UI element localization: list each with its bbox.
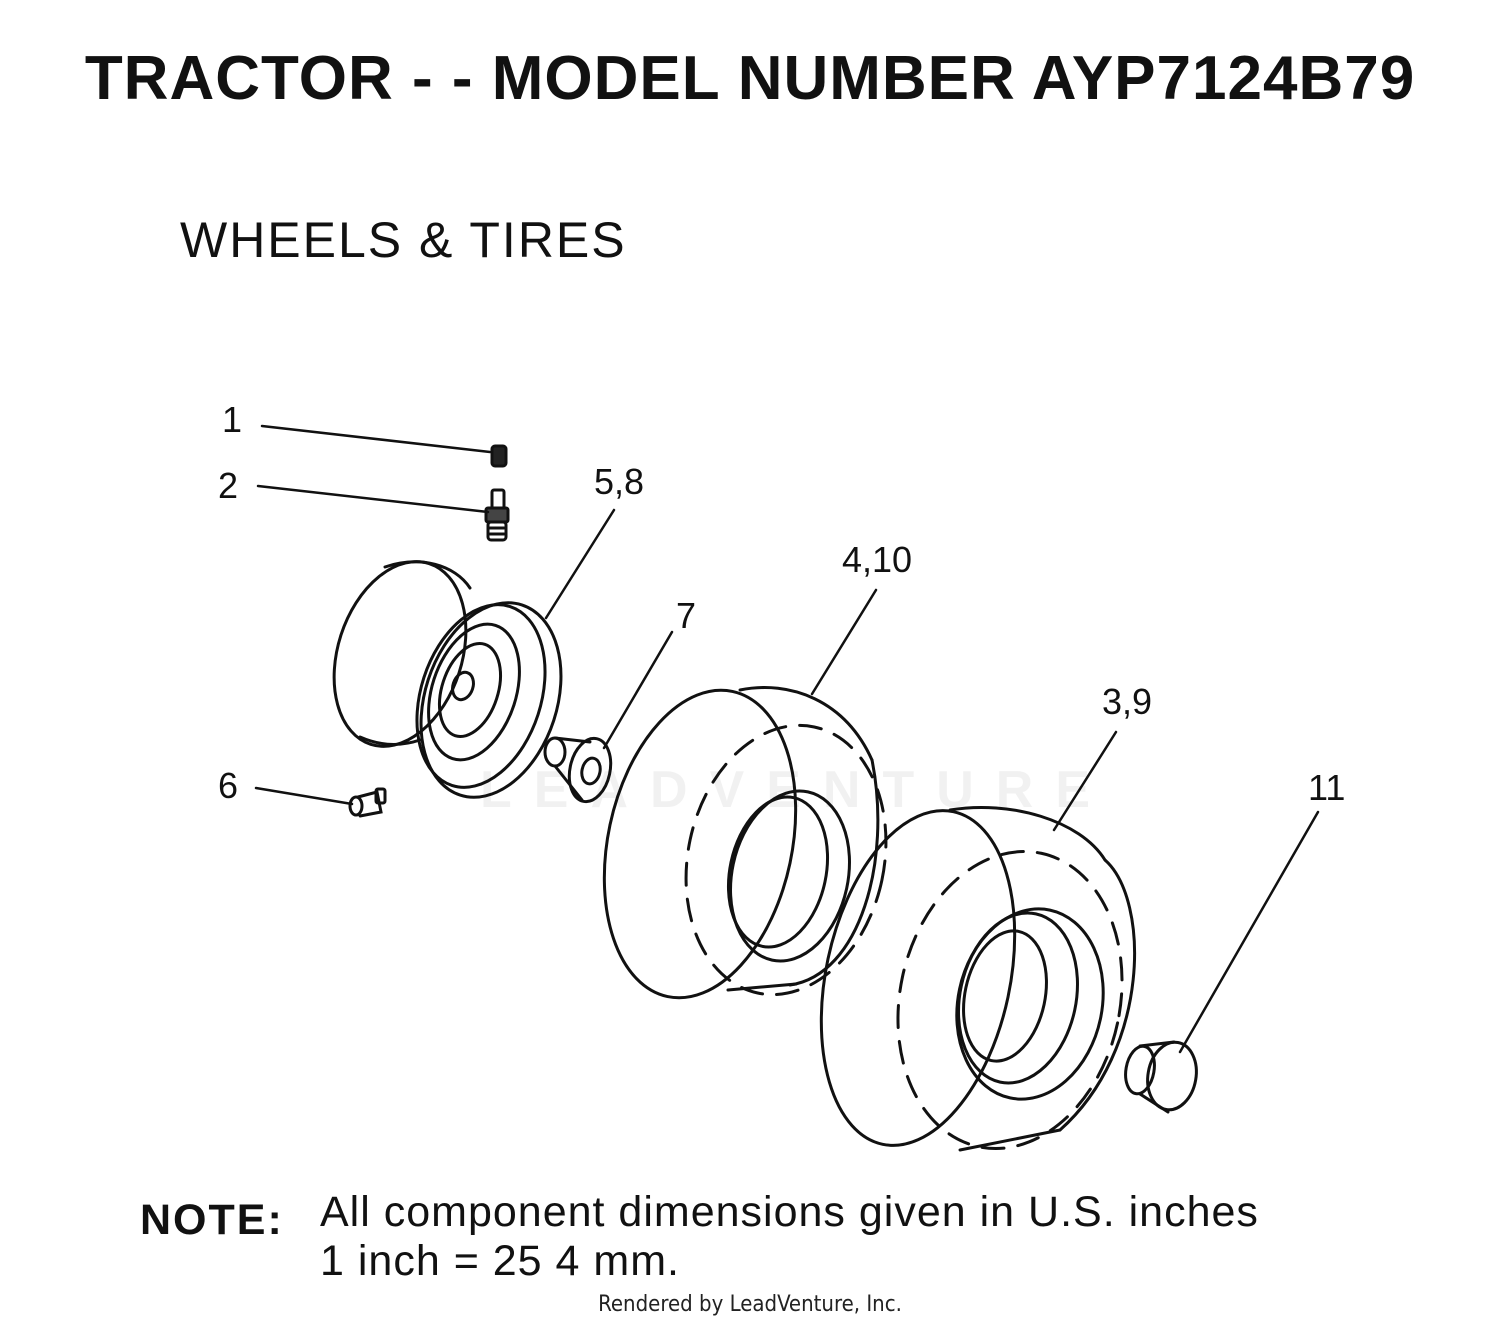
callout-4-10: 4,10 xyxy=(842,539,912,580)
callout-7: 7 xyxy=(676,595,696,636)
callout-1: 1 xyxy=(222,399,242,440)
callout-3-9: 3,9 xyxy=(1102,681,1152,722)
callout-6: 6 xyxy=(218,765,238,806)
render-credit: Rendered by LeadVenture, Inc. xyxy=(598,1292,902,1317)
leader-lines xyxy=(254,424,1320,1054)
valve-stem-part xyxy=(484,488,510,542)
hub-cap-part xyxy=(1124,1040,1198,1114)
section-title: WHEELS & TIRES xyxy=(180,212,627,268)
callout-11: 11 xyxy=(1308,767,1345,808)
note-line-1: All component dimensions given in U.S. i… xyxy=(320,1188,1259,1236)
note-label: NOTE: xyxy=(140,1196,284,1244)
valve-cap-part xyxy=(490,444,508,468)
page-title: TRACTOR - - MODEL NUMBER AYP7124B79 xyxy=(84,44,1416,113)
bushing-part xyxy=(543,736,613,804)
wheel-rim-part xyxy=(332,560,563,799)
lug-bolt-part xyxy=(348,787,387,818)
note-line-2: 1 inch = 25 4 mm. xyxy=(320,1237,680,1286)
callout-2: 2 xyxy=(218,465,238,506)
tire-inner-part xyxy=(602,686,888,1000)
tire-outer-part xyxy=(819,806,1137,1152)
callout-5-8: 5,8 xyxy=(594,461,644,502)
